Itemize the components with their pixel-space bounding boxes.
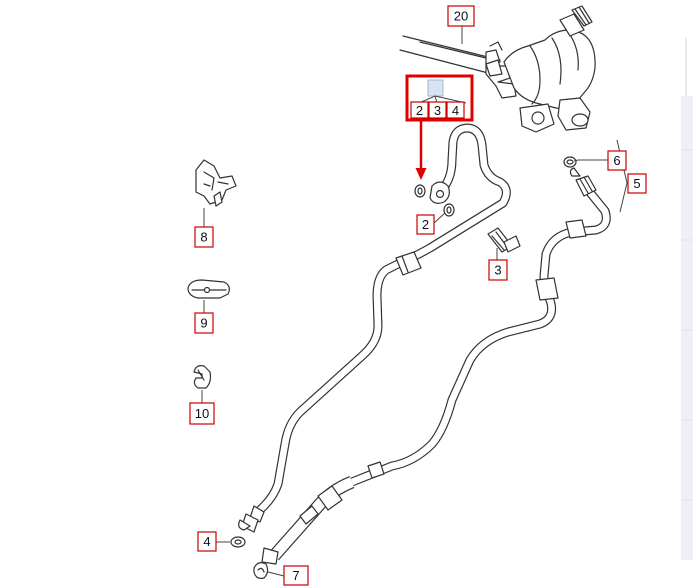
banjo-bolt [487,227,521,253]
callout-3[interactable]: 3 [488,259,508,281]
washers [230,156,577,579]
highlight-label-3[interactable]: 3 [434,103,441,118]
callout-label-10[interactable]: 10 [195,406,209,421]
callout-label-20[interactable]: 20 [454,9,468,24]
highlight-callout-group[interactable]: 2 3 4 [405,74,474,122]
callout-20[interactable]: 20 [447,5,475,27]
group-marker [427,79,444,97]
steering-rack [399,5,596,133]
clip-9 [187,279,230,299]
red-arrow [415,121,427,180]
callout-label-8[interactable]: 8 [200,230,207,245]
pressure-line [238,128,507,533]
callout-7[interactable]: 7 [283,565,309,586]
washer-bottom [230,536,246,548]
clip-10 [193,365,212,389]
callout-label-5[interactable]: 5 [633,176,640,191]
callout-5[interactable]: 5 [627,173,647,194]
callout-10[interactable]: 10 [189,402,215,425]
callout-label-7[interactable]: 7 [292,568,299,583]
callout-label-3[interactable]: 3 [494,263,501,278]
callout-label-4[interactable]: 4 [203,534,210,549]
highlight-callout-4[interactable]: 4 [446,101,465,119]
callout-label-6[interactable]: 6 [613,153,620,168]
washer-return [563,156,577,168]
callout-2[interactable]: 2 [416,214,435,235]
callout-4[interactable]: 4 [197,531,217,552]
side-panel-edge [681,38,693,560]
highlight-label-2[interactable]: 2 [416,103,423,118]
clip-8 [195,159,237,207]
callout-label-2[interactable]: 2 [422,217,429,232]
callout-9[interactable]: 9 [194,312,214,334]
washer-upper [414,184,426,198]
hose-clip [253,562,269,579]
callout-6[interactable]: 6 [607,150,627,171]
highlight-callout-2[interactable]: 2 [410,101,429,119]
highlight-label-4[interactable]: 4 [452,103,459,118]
callout-label-9[interactable]: 9 [200,316,207,331]
return-line [261,167,606,565]
washer-lower [443,203,455,217]
callout-8[interactable]: 8 [194,226,214,248]
highlight-callout-3[interactable]: 3 [428,101,447,119]
